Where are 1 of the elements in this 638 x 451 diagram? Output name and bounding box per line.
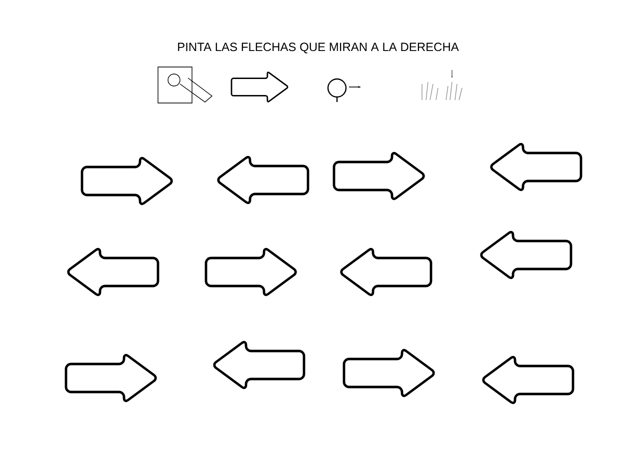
- title: PINTA LAS FLECHAS QUE MIRAN A LA DERECHA: [178, 42, 459, 54]
